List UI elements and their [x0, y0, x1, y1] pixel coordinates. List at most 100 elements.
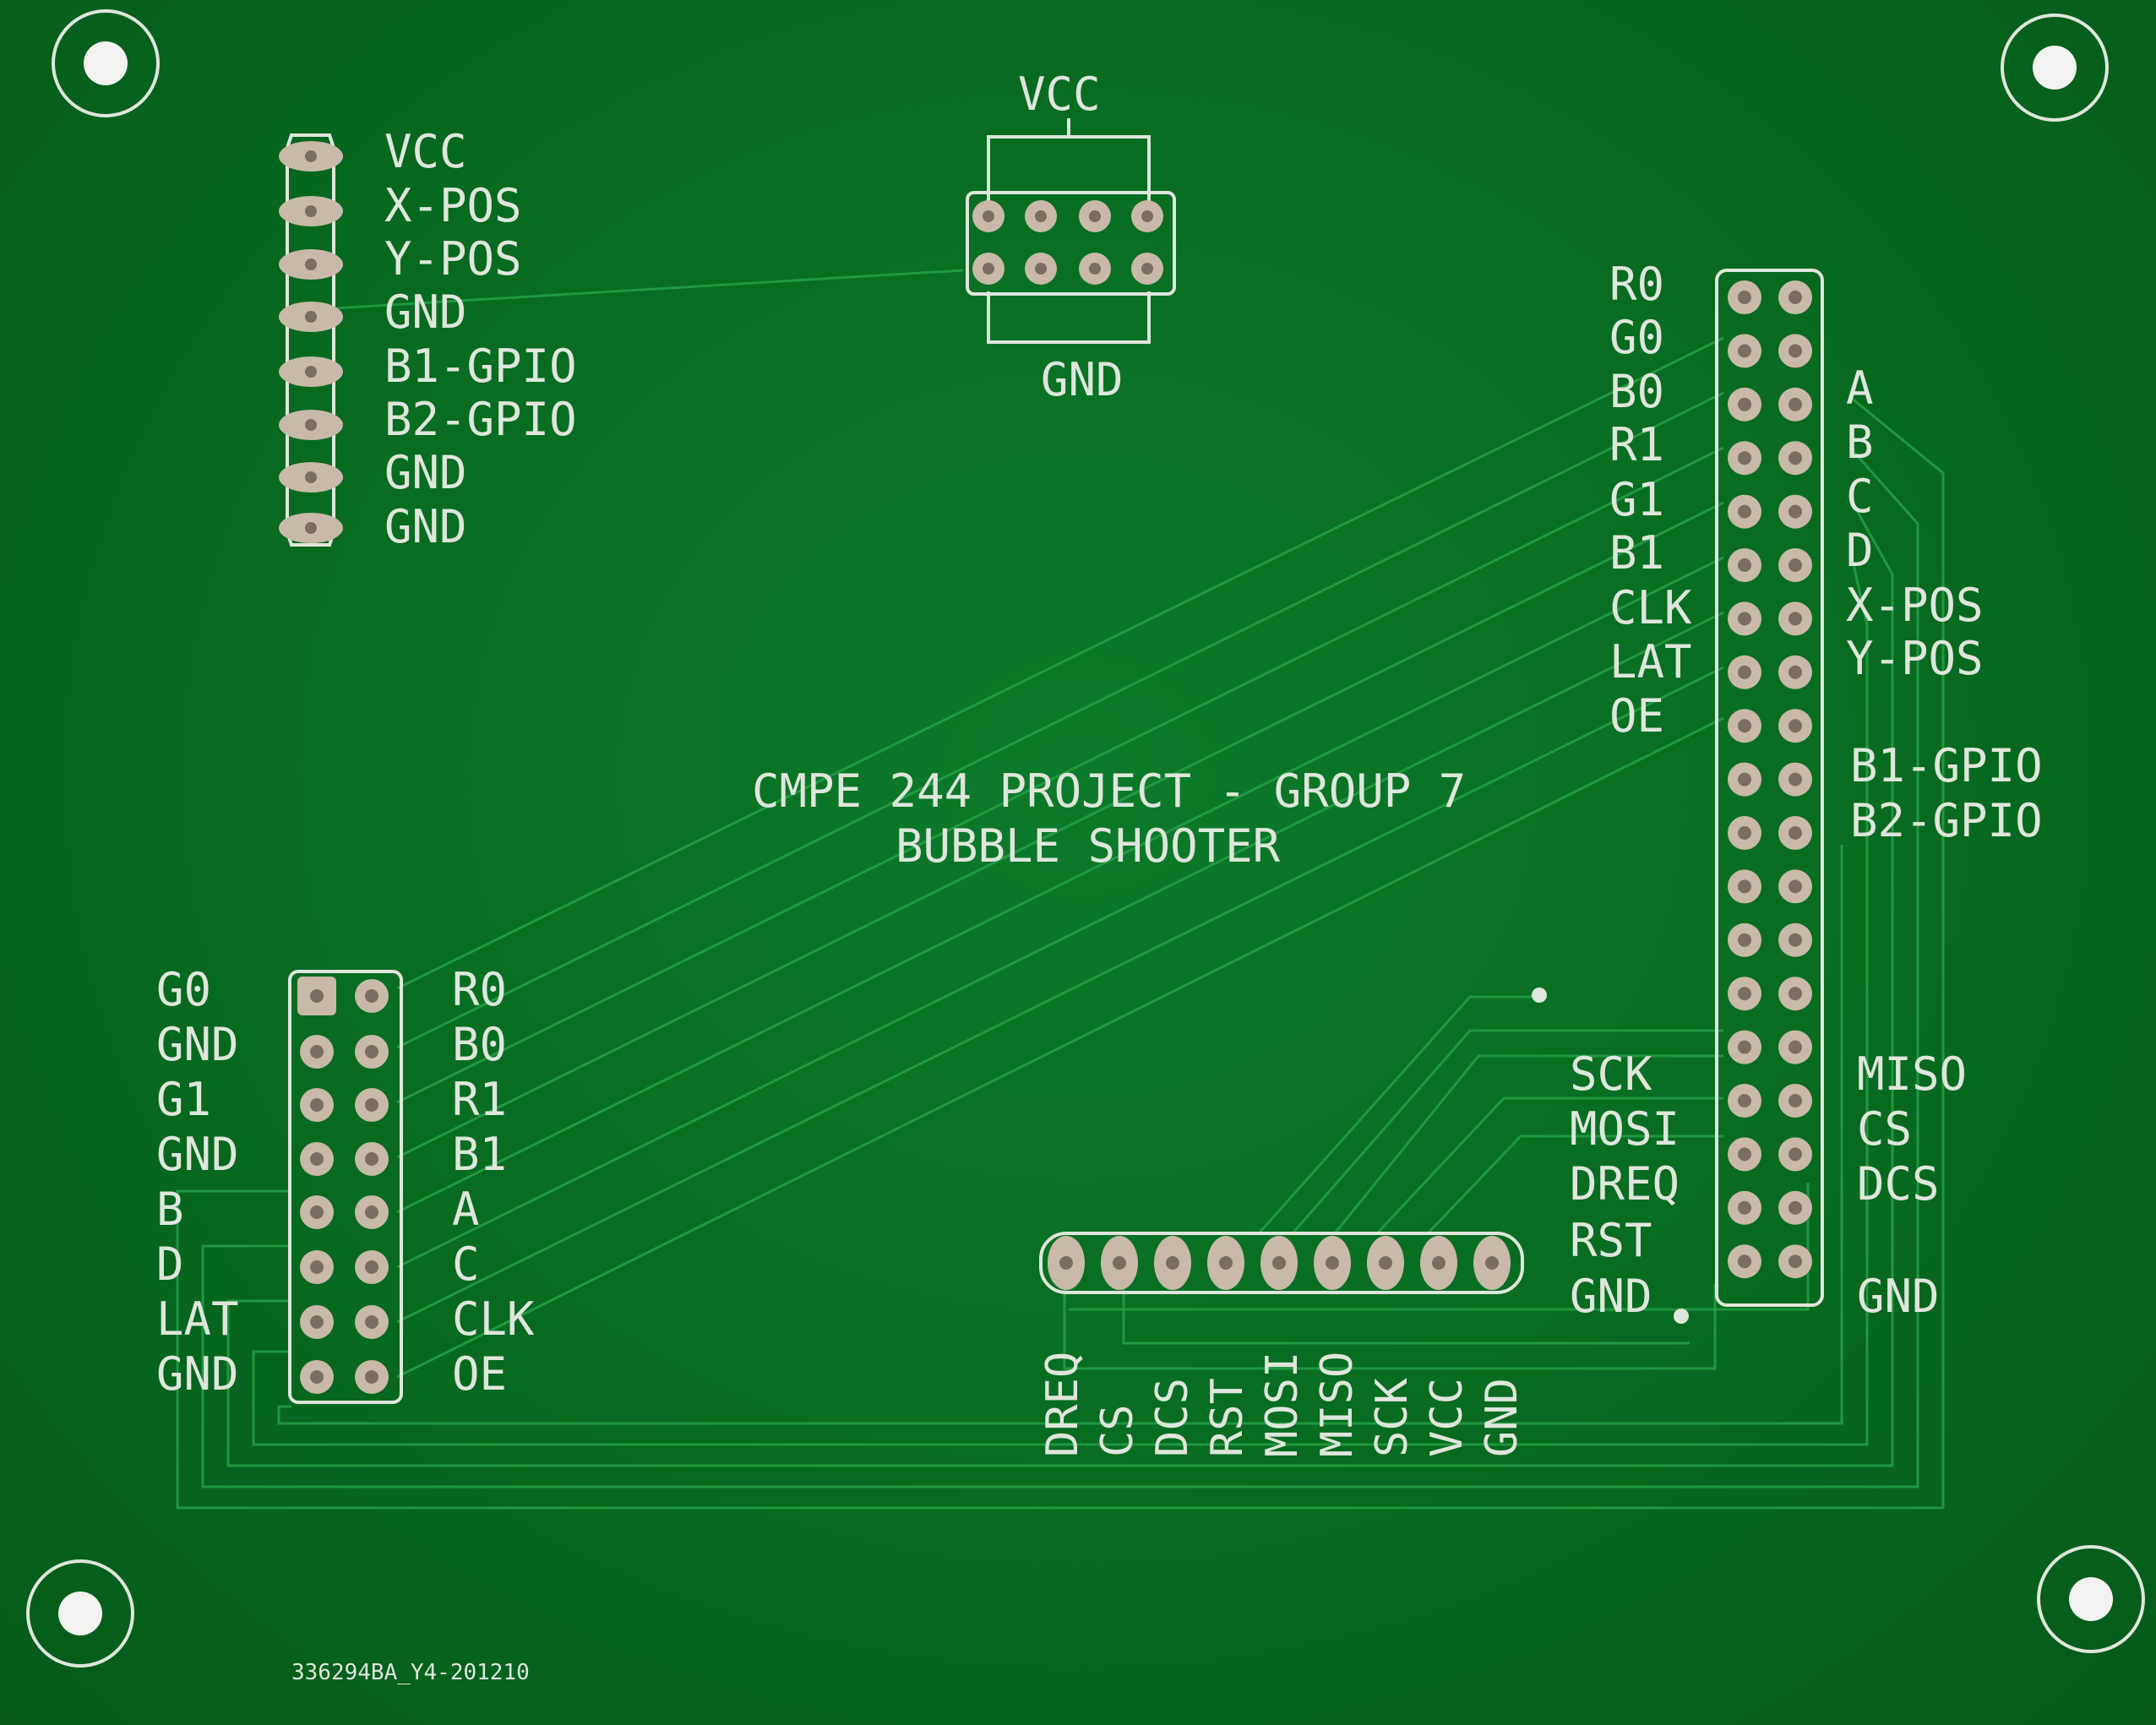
board-subtitle: BUBBLE SHOOTER — [896, 819, 1281, 873]
joystick-label: B2-GPIO — [384, 393, 577, 446]
joystick-label: GND — [384, 286, 467, 339]
mcu-label: MISO — [1857, 1048, 1967, 1101]
audio-pad-hole — [1166, 1256, 1179, 1270]
joystick-label: GND — [384, 446, 467, 499]
mcu-pad-hole — [1738, 987, 1751, 1001]
mcu-pad-hole — [1738, 933, 1751, 947]
power-vcc-label: VCC — [1018, 68, 1101, 121]
mounting-hole-top-right — [2001, 14, 2109, 122]
mcu-pad-hole — [1788, 826, 1802, 840]
matrix-right-label: B0 — [452, 1018, 507, 1071]
mounting-hole-top-left — [52, 9, 160, 117]
mcu-label: DREQ — [1570, 1157, 1680, 1211]
mcu-pad-hole — [1788, 879, 1802, 894]
via — [1532, 988, 1547, 1003]
mcu-label: X-POS — [1846, 579, 1984, 632]
audio-header: DREQ CS DCS RST MOSI MISO SCK VCC GND — [1037, 1232, 1527, 1457]
audio-pad-hole — [1326, 1256, 1339, 1270]
audio-pad-hole — [1485, 1256, 1499, 1270]
mcu-pad-hole — [1788, 504, 1802, 519]
mcu-label: D — [1846, 524, 1874, 577]
mcu-pad-hole — [1738, 558, 1751, 572]
audio-label: GND — [1477, 1378, 1527, 1457]
mcu-pad-hole — [1738, 719, 1751, 733]
matrix-right-label: R0 — [452, 963, 507, 1016]
mcu-pad-hole — [1738, 665, 1751, 679]
mcu-pad-hole — [1788, 451, 1802, 465]
mcu-label: B — [1846, 416, 1874, 469]
matrix-right-label: OE — [452, 1347, 507, 1401]
matrix-right-label: B1 — [452, 1128, 507, 1181]
audio-labels: DREQ CS DCS RST MOSI MISO SCK VCC GND — [1037, 1352, 1527, 1457]
mcu-pad-hole — [1738, 1200, 1751, 1215]
mcu-pad-hole — [1738, 291, 1751, 304]
board-title: CMPE 244 PROJECT - GROUP 7 — [752, 765, 1466, 818]
joystick-label: X-POS — [384, 179, 522, 232]
matrix-left-label: GND — [156, 1018, 239, 1071]
mcu-label: OE — [1609, 689, 1664, 743]
mcu-pad-hole — [1738, 879, 1751, 894]
matrix-left-label: G1 — [156, 1073, 211, 1126]
matrix-left-label: GND — [156, 1347, 239, 1401]
board-serial: 336294BA_Y4-201210 — [291, 1660, 530, 1685]
mcu-label: GND — [1857, 1270, 1940, 1323]
mcu-pad-hole — [1788, 397, 1802, 411]
mcu-pad-hole — [1738, 612, 1751, 626]
mcu-pad-hole — [1788, 1254, 1802, 1269]
mcu-pad-hole — [1788, 665, 1802, 679]
mcu-pad-hole — [1738, 1254, 1751, 1269]
power-gnd-label: GND — [1041, 353, 1124, 406]
audio-pad-hole — [1272, 1256, 1286, 1270]
audio-label: CS — [1092, 1404, 1143, 1457]
mcu-pad-hole — [1738, 451, 1751, 465]
matrix-left-label: G0 — [156, 963, 211, 1016]
mcu-label: DCS — [1857, 1157, 1940, 1211]
mcu-label: MOSI — [1570, 1102, 1680, 1156]
matrix-right-label: R1 — [452, 1073, 507, 1126]
mcu-label: B1-GPIO — [1850, 739, 2043, 792]
mounting-hole-bottom-right — [2037, 1545, 2145, 1653]
matrix-left-label: GND — [156, 1128, 239, 1181]
power-pads — [972, 200, 1163, 285]
mcu-left-bottom-labels: SCK MOSI DREQ RST GND — [1570, 1048, 1680, 1323]
matrix-header: G0 GND G1 GND B D LAT GND R0 B0 R1 B1 A … — [156, 963, 535, 1404]
mcu-pad-hole — [1738, 826, 1751, 840]
mcu-pad-hole — [1738, 344, 1751, 358]
mcu-label: B1 — [1609, 526, 1664, 580]
mcu-pad-hole — [1788, 1040, 1802, 1054]
mcu-label: R0 — [1609, 258, 1664, 311]
traces-perimeter — [176, 395, 1945, 1510]
mcu-left-top-labels: R0 G0 B0 R1 G1 B1 CLK LAT OE — [1609, 258, 1692, 743]
joystick-pads — [279, 141, 343, 543]
mcu-pad-hole — [1788, 987, 1802, 1001]
audio-pads — [1048, 1236, 1511, 1290]
mcu-pad-hole — [1738, 772, 1751, 786]
joystick-label: VCC — [384, 125, 467, 178]
joystick-label: GND — [384, 500, 467, 553]
mcu-label: A — [1846, 362, 1874, 415]
mcu-label: G1 — [1609, 473, 1664, 526]
mcu-pad-hole — [1788, 558, 1802, 572]
matrix-left-label: LAT — [156, 1292, 239, 1346]
mcu-label: C — [1846, 470, 1874, 523]
matrix-left-label: B — [156, 1183, 184, 1236]
matrix-right-label: CLK — [452, 1292, 535, 1346]
audio-label: VCC — [1422, 1378, 1473, 1457]
mcu-right-top-labels: A B C D X-POS Y-POS B1-GPIO B2-GPIO — [1846, 362, 2043, 847]
audio-pad-hole — [1432, 1256, 1446, 1270]
matrix-right-label: A — [452, 1183, 480, 1236]
mcu-pad-hole — [1788, 344, 1802, 358]
audio-pad-hole — [1219, 1256, 1233, 1270]
audio-label: MISO — [1312, 1352, 1363, 1457]
mcu-label: R1 — [1609, 418, 1664, 471]
mcu-label: GND — [1570, 1270, 1652, 1323]
mcu-right-bottom-labels: MISO CS DCS GND — [1857, 1048, 1967, 1323]
mcu-pad-hole — [1788, 612, 1802, 626]
mcu-pad-hole — [1788, 291, 1802, 304]
audio-pad-hole — [1379, 1256, 1392, 1270]
matrix-right-label: C — [452, 1238, 480, 1291]
mcu-label: RST — [1570, 1214, 1652, 1267]
audio-label: SCK — [1367, 1377, 1418, 1457]
